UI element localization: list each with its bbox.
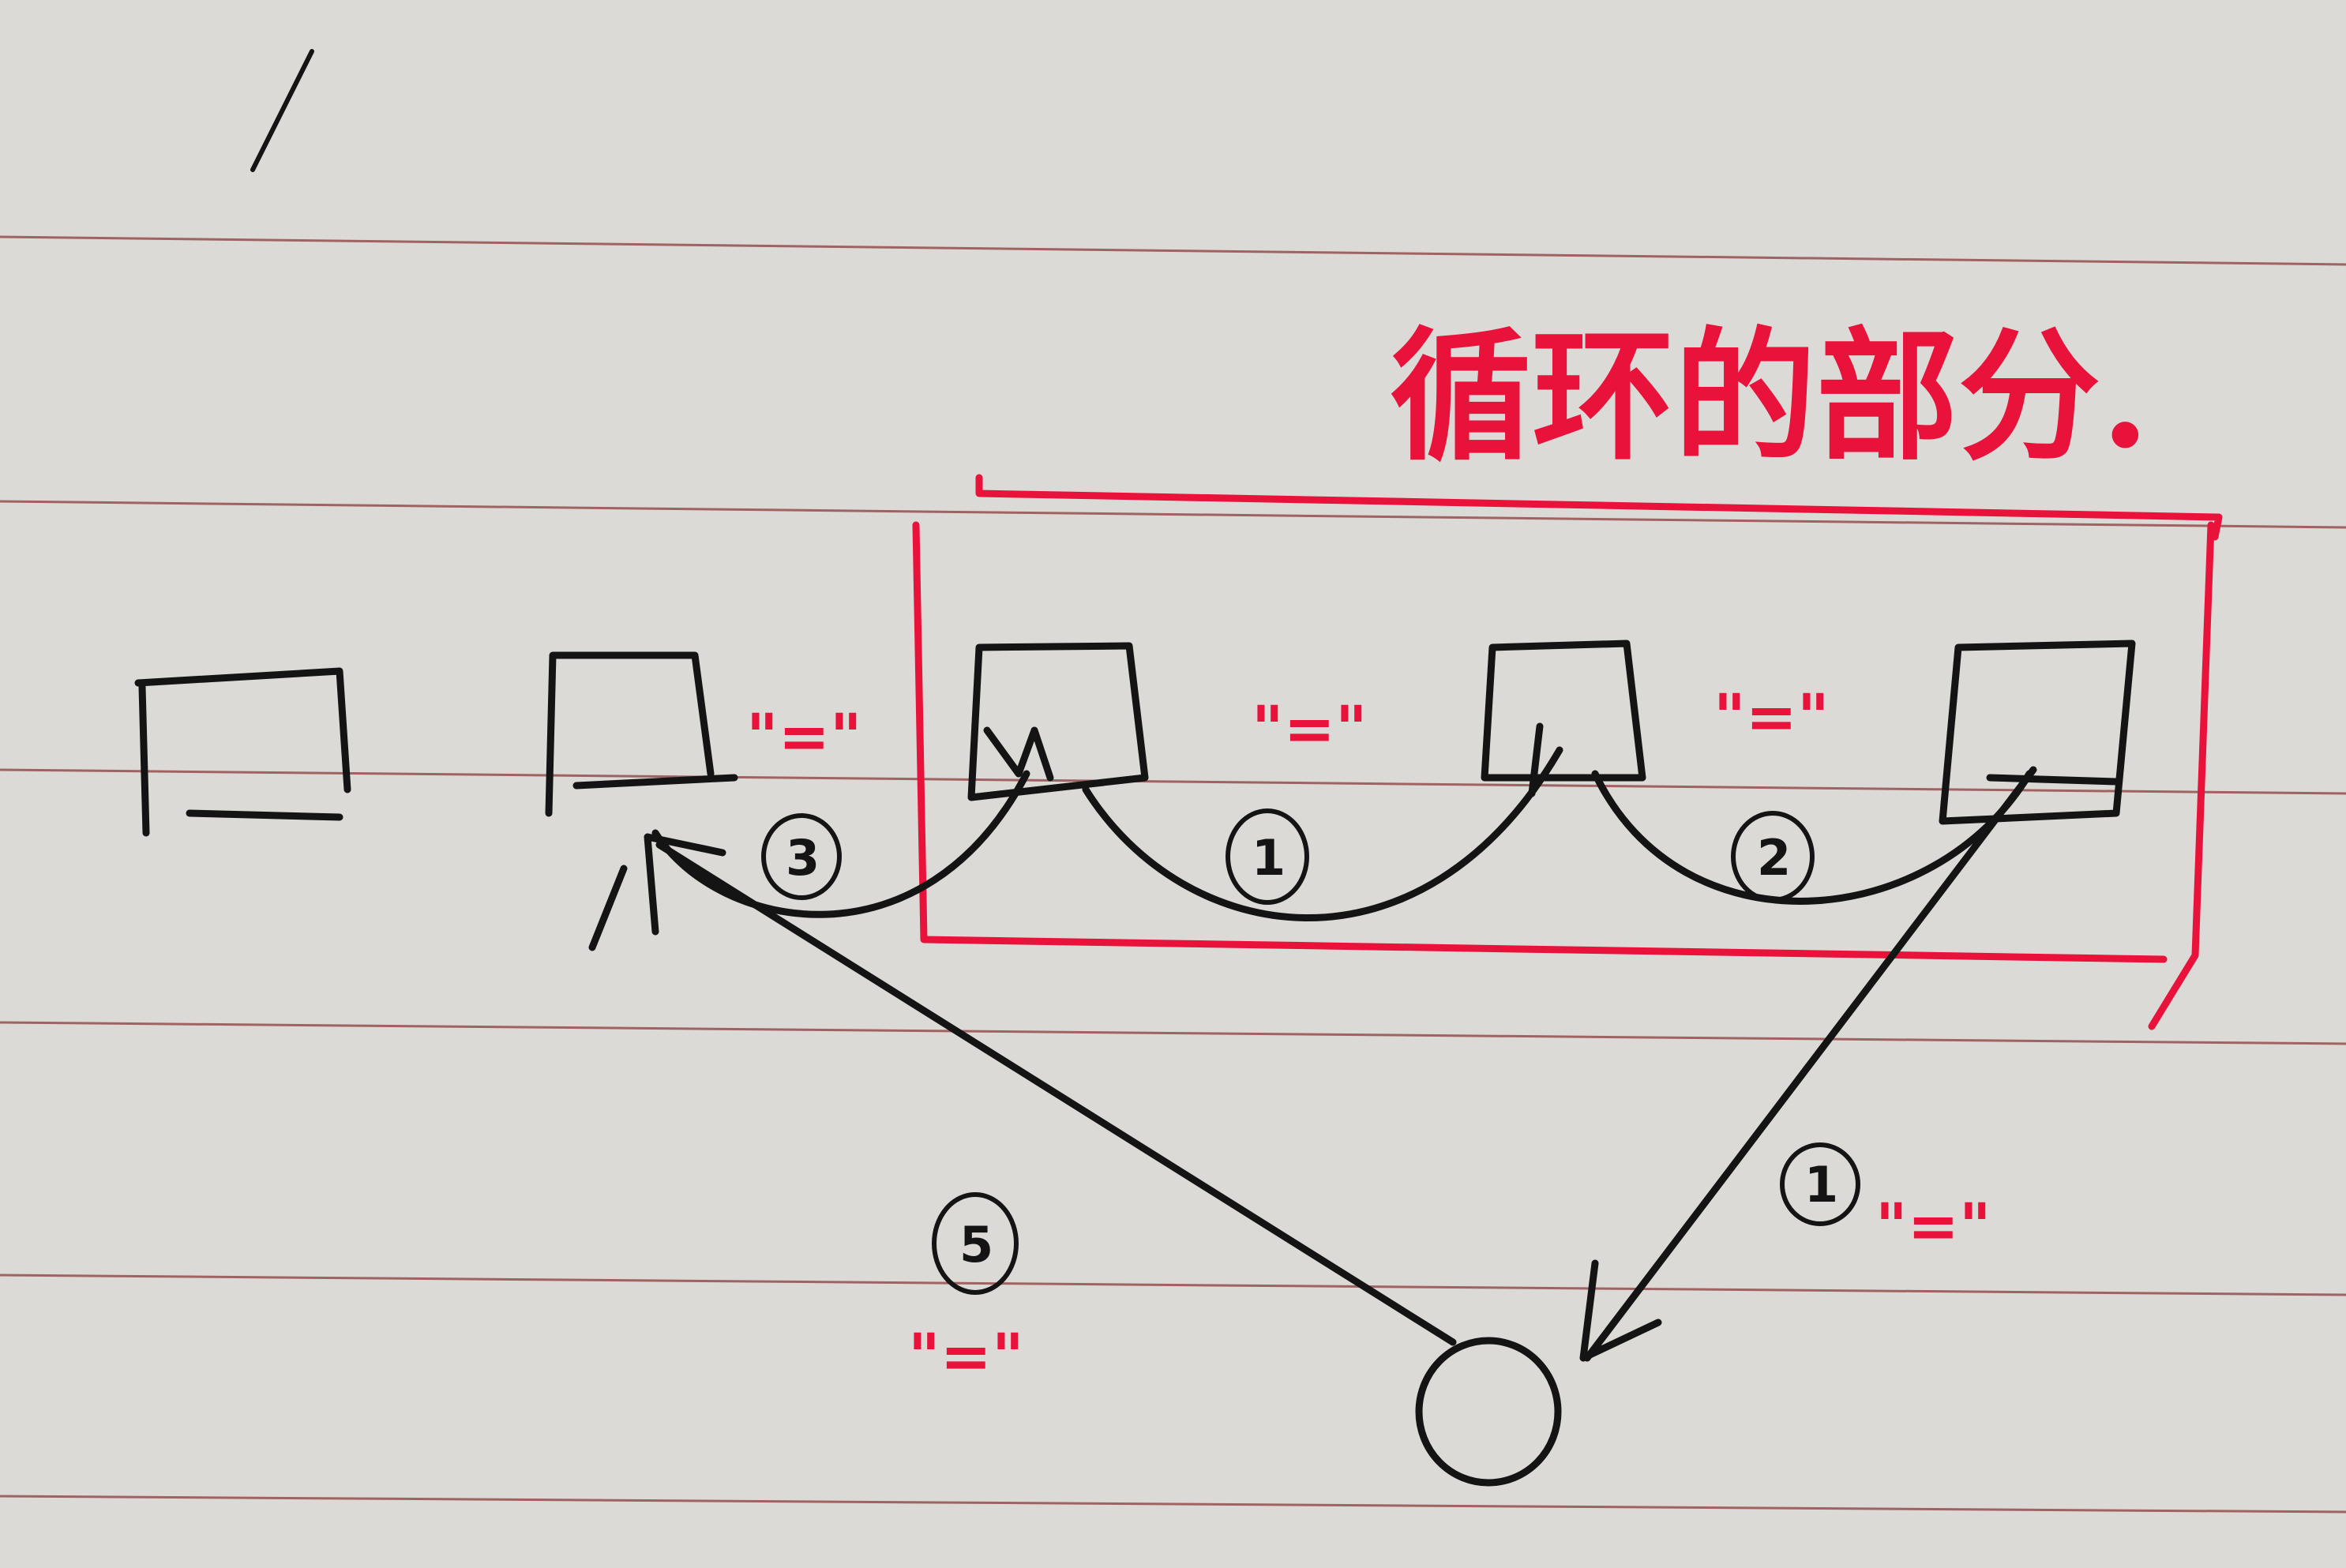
arc-2	[1591, 770, 2033, 905]
bottom-circle	[1415, 1337, 1562, 1487]
cells	[134, 640, 2136, 951]
cell-1	[134, 667, 351, 837]
circled-numbers: 3 1 2 1 5	[761, 808, 1860, 1295]
rule-line	[0, 1021, 2346, 1045]
circled-number-1a: 1	[1226, 808, 1309, 905]
equals-mark-3: "="	[746, 702, 862, 773]
rule-line	[0, 235, 2346, 266]
circled-number-2: 2	[1731, 811, 1815, 902]
circled-number-1a-label: 1	[1252, 829, 1286, 887]
loop-section-highlight	[912, 474, 2223, 1030]
cell-4	[1481, 640, 1646, 797]
rule-line	[0, 1495, 2346, 1514]
circled-number-3: 3	[761, 813, 842, 900]
stray-pen-mark	[250, 49, 314, 172]
connectors	[644, 746, 2037, 1487]
equals-mark-2: "="	[1714, 682, 1830, 753]
rule-line	[0, 500, 2346, 529]
cell-3	[967, 642, 1149, 801]
circled-number-3-label: 3	[786, 829, 820, 887]
assignment-marks: "=" "=" "=" "=" "="	[746, 682, 1991, 1393]
equals-mark-1b: "="	[1875, 1191, 1991, 1262]
circled-number-1b: 1	[1780, 1142, 1860, 1226]
arrow-5	[644, 833, 1457, 1346]
circled-number-5: 5	[932, 1192, 1019, 1295]
arc-3	[651, 770, 1030, 918]
circled-number-2-label: 2	[1757, 829, 1791, 887]
rule-line	[0, 768, 2346, 795]
circled-number-5-label: 5	[959, 1216, 993, 1274]
arrow-1	[1579, 766, 2037, 1362]
arc-1	[1082, 746, 1563, 921]
loop-section-title: 循环的部分.	[1390, 313, 2150, 480]
equals-mark-5: "="	[908, 1322, 1024, 1393]
loop-outer-bracket	[975, 474, 2223, 541]
circled-number-1b-label: 1	[1804, 1156, 1838, 1214]
cell-5	[1939, 640, 2136, 825]
ruled-lines	[0, 49, 2346, 1514]
loop-box	[912, 521, 2215, 1030]
rule-line	[0, 1274, 2346, 1296]
cell-2	[545, 651, 738, 951]
equals-mark-1a: "="	[1252, 694, 1368, 765]
